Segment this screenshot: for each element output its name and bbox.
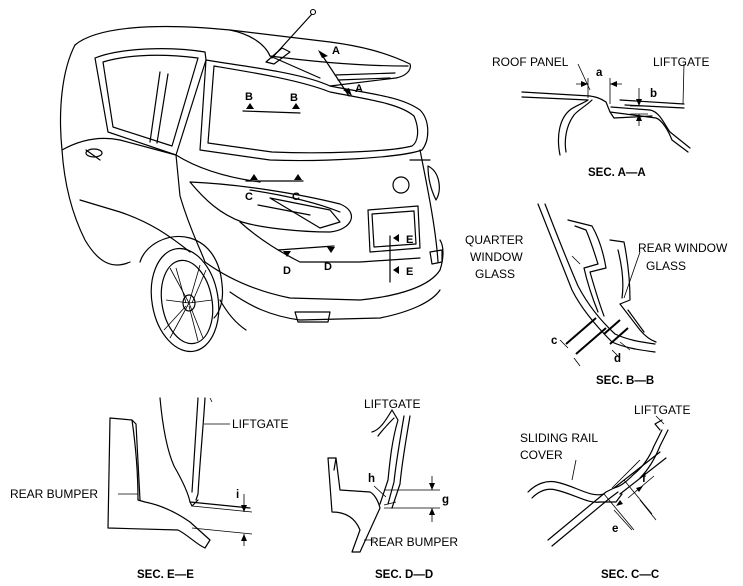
marker-b-left: B xyxy=(245,91,253,103)
section-e-e: LIFTGATE REAR BUMPER i SEC. E—E xyxy=(10,397,288,581)
label-liftgate-dd: LIFTGATE xyxy=(364,397,420,411)
section-markers: A A B B C C D D E E xyxy=(242,45,413,283)
dimension-b: b xyxy=(650,88,657,100)
label-liftgate-cc: LIFTGATE xyxy=(634,403,690,417)
marker-e-top: E xyxy=(406,234,413,246)
marker-d-right: D xyxy=(324,261,332,273)
section-title-d-d: SEC. D—D xyxy=(375,569,433,581)
label-quarter-window-glass-3: GLASS xyxy=(475,267,515,281)
label-rear-bumper-ee: REAR BUMPER xyxy=(10,487,98,501)
vehicle-illustration xyxy=(59,8,444,353)
dimension-c: c xyxy=(551,335,558,347)
dimension-d: d xyxy=(614,353,621,365)
label-rear-window-glass-1: REAR WINDOW xyxy=(638,241,728,255)
label-sliding-rail-cover-1: SLIDING RAIL xyxy=(520,431,598,445)
label-sliding-rail-cover-2: COVER xyxy=(520,448,563,462)
dimension-e: e xyxy=(612,523,618,535)
label-rear-bumper-dd: REAR BUMPER xyxy=(370,535,458,549)
label-liftgate-aa: LIFTGATE xyxy=(653,55,709,69)
section-title-e-e: SEC. E—E xyxy=(137,569,194,581)
label-roof-panel: ROOF PANEL xyxy=(492,55,569,69)
section-title-b-b: SEC. B—B xyxy=(596,375,654,387)
dimension-g: g xyxy=(442,494,449,506)
dimension-a: a xyxy=(596,67,603,79)
section-d-d: LIFTGATE REAR BUMPER h g SEC. D—D xyxy=(327,397,458,581)
marker-a-bottom: A xyxy=(355,83,363,95)
section-b-b: QUARTER WINDOW GLASS REAR WINDOW GLASS c… xyxy=(465,203,728,387)
label-quarter-window-glass-1: QUARTER xyxy=(465,233,524,247)
marker-c-right: C xyxy=(292,191,300,203)
marker-a-top: A xyxy=(332,45,340,57)
label-liftgate-ee: LIFTGATE xyxy=(232,417,288,431)
section-a-a: ROOF PANEL LIFTGATE a b SEC. A—A xyxy=(492,55,709,179)
label-rear-window-glass-2: GLASS xyxy=(646,259,686,273)
marker-e-bottom: E xyxy=(406,266,413,278)
label-quarter-window-glass-2: WINDOW xyxy=(470,250,523,264)
dimension-h: h xyxy=(368,473,375,485)
marker-b-right: B xyxy=(290,92,298,104)
dimension-i: i xyxy=(236,489,239,501)
marker-c-left: C xyxy=(245,191,253,203)
section-title-c-c: SEC. C—C xyxy=(601,569,659,581)
marker-d-left: D xyxy=(283,265,291,277)
dimension-f: f xyxy=(642,473,646,485)
section-title-a-a: SEC. A—A xyxy=(588,167,646,179)
section-c-c: LIFTGATE SLIDING RAIL COVER f e SEC. C—C xyxy=(520,403,690,581)
